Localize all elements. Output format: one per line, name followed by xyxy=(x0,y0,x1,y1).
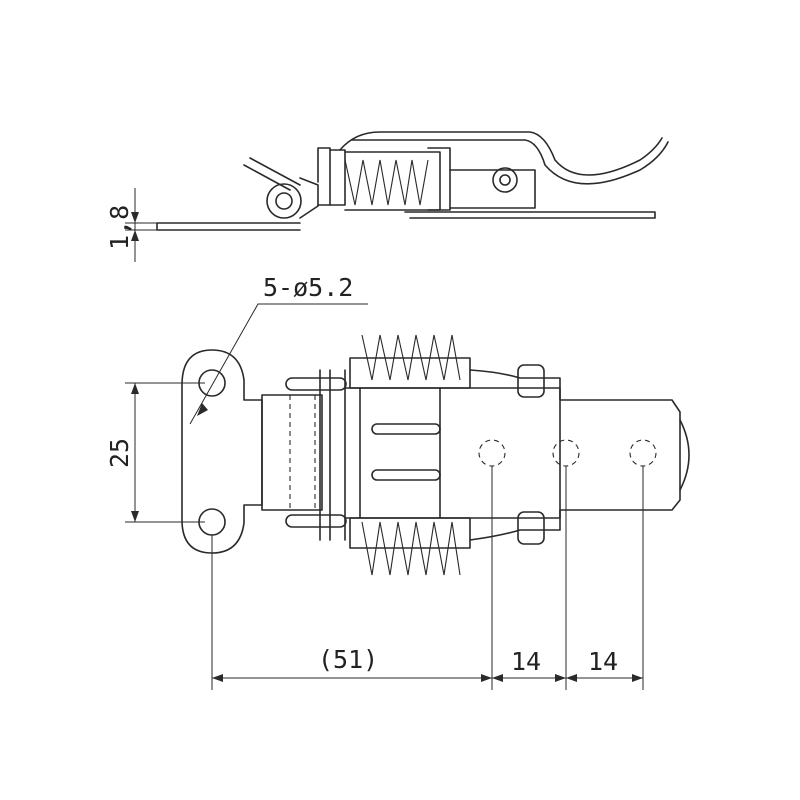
adjust-hole-3 xyxy=(629,439,657,467)
length-dimensions: (51) 14 14 xyxy=(211,466,644,690)
spring-bottom xyxy=(361,521,461,576)
hole-spacing-label: 25 xyxy=(105,438,134,468)
top-view xyxy=(181,334,690,576)
adjust-hole-2 xyxy=(552,439,580,467)
thickness-dimension: 1,8 xyxy=(105,188,160,262)
pitch-1-label: 14 xyxy=(511,647,541,676)
adjust-hole-1 xyxy=(478,439,506,467)
pitch-2-label: 14 xyxy=(588,647,618,676)
hole-spacing-dimension: 25 xyxy=(105,382,205,523)
hole-callout: 5-ø5.2 xyxy=(189,273,368,425)
spring-top xyxy=(361,334,461,381)
base-length-label: (51) xyxy=(318,645,378,674)
side-view xyxy=(156,131,669,231)
thickness-label: 1,8 xyxy=(105,205,134,250)
hole-callout-label: 5-ø5.2 xyxy=(263,273,353,302)
